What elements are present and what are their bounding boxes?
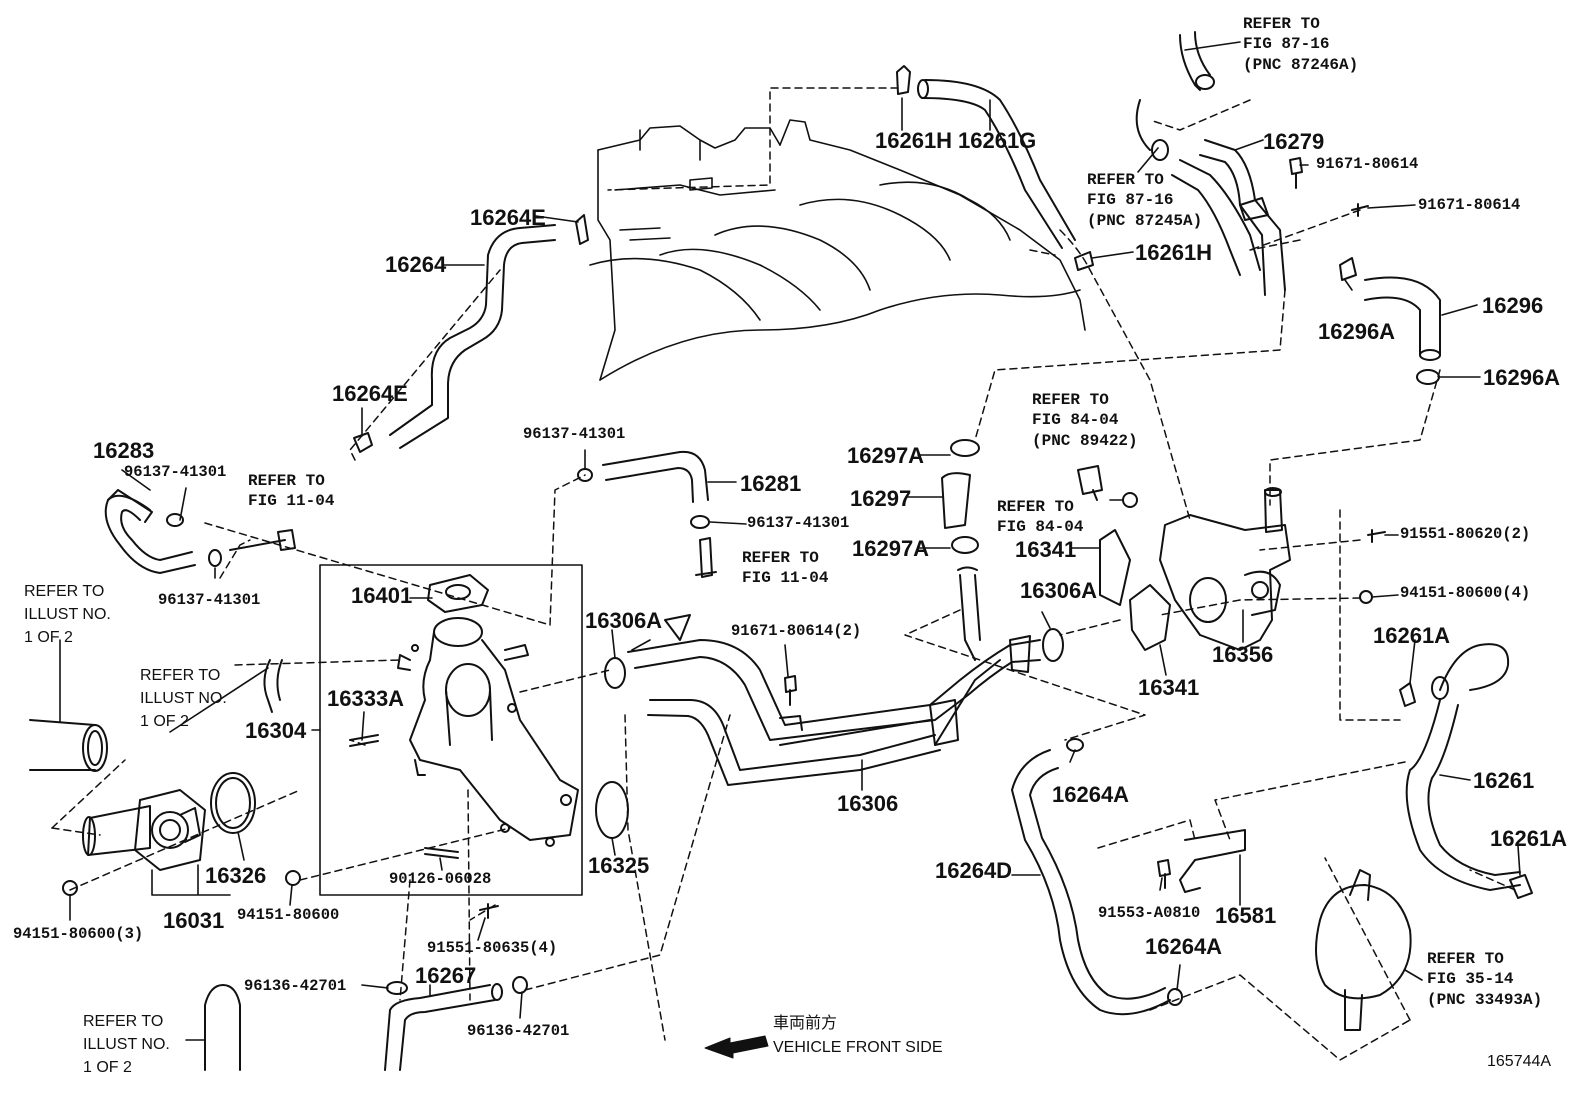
part-label-16356: 16356 — [1212, 642, 1274, 667]
vehicle-front-label-japanese: 車両前方 — [773, 1015, 838, 1032]
part-number-96136-42701-a: 96136-42701 — [244, 977, 347, 995]
part-label-16031: 16031 — [163, 908, 225, 933]
gasket-16326 — [210, 772, 256, 834]
stud-90126 — [424, 847, 459, 859]
part-number-90126-06028: 90126-06028 — [389, 870, 492, 888]
part-number-91671-80614-b: 91671-80614 — [1418, 196, 1521, 214]
part-label-16281: 16281 — [740, 471, 802, 496]
bolts — [62, 157, 1386, 919]
part-label-16283: 16283 — [93, 438, 155, 463]
gasket-16341-b — [1129, 584, 1171, 651]
figure-reference-11-04-a[interactable]: REFER TO FIG 11-04 — [248, 472, 335, 511]
part-label-16297a-bottom: 16297A — [852, 536, 930, 561]
illustration-reference-mid[interactable]: REFER TO ILLUST NO. 1 OF 2 — [140, 667, 227, 731]
part-label-16341-a: 16341 — [1015, 537, 1077, 562]
water-inlet-group-box — [319, 564, 583, 896]
part-label-16341-b: 16341 — [1138, 675, 1200, 700]
figure-reference-11-04-b[interactable]: REFER TO FIG 11-04 — [742, 549, 829, 588]
part-label-16325: 16325 — [588, 853, 650, 878]
part-label-16296a-a: 16296A — [1318, 319, 1396, 344]
figure-reference-84-04-b[interactable]: REFER TO FIG 84-04 — [997, 498, 1084, 537]
o-ring-16306a-left — [604, 657, 626, 689]
part-label-16297a-top: 16297A — [847, 443, 925, 468]
part-number-96136-42701-b: 96136-42701 — [467, 1022, 570, 1040]
pipe-bracket — [779, 699, 959, 746]
illustration-reference-left[interactable]: REFER TO ILLUST NO. 1 OF 2 — [24, 583, 111, 647]
part-label-16306: 16306 — [837, 791, 899, 816]
water-inlet-housing — [397, 574, 579, 847]
figure-reference-87-16-a[interactable]: REFER TO FIG 87-16 (PNC 87246A) — [1243, 15, 1359, 74]
gasket-16325 — [595, 781, 629, 839]
figure-reference-35-14[interactable]: REFER TO FIG 35-14 (PNC 33493A) — [1427, 950, 1543, 1009]
pipe-end-bracket — [664, 614, 1031, 673]
part-number-91551-80620: 91551-80620(2) — [1400, 525, 1531, 543]
part-number-96137-41301-b: 96137-41301 — [124, 463, 227, 481]
part-number-96137-41301-a: 96137-41301 — [523, 425, 626, 443]
figure-id: 165744A — [1487, 1053, 1552, 1070]
part-label-16264e: 16264E — [332, 381, 408, 406]
hoses — [29, 31, 1521, 1071]
clamps — [166, 65, 1533, 1006]
water-outlet-16356 — [1159, 487, 1291, 651]
temperature-sensor — [1077, 465, 1138, 508]
part-number-91551-80635: 91551-80635(4) — [427, 939, 558, 957]
part-number-91553-a0810: 91553-A0810 — [1098, 904, 1201, 922]
part-number-96137-41301-d: 96137-41301 — [158, 591, 261, 609]
part-label-16304: 16304 — [245, 718, 307, 743]
part-label-16264a-top: 16264A — [1052, 782, 1130, 807]
part-label-16297: 16297 — [850, 486, 912, 511]
part-number-94151-80600: 94151-80600 — [237, 906, 340, 924]
figure-reference-87-16-b[interactable]: REFER TO FIG 87-16 (PNC 87245A) — [1087, 171, 1203, 230]
bracket-16581 — [1179, 829, 1246, 893]
illustration-reference-bottom[interactable]: REFER TO ILLUST NO. 1 OF 2 — [83, 1013, 170, 1077]
part-label-16261a-bottom: 16261A — [1490, 826, 1568, 851]
part-label-16261g: 16261G — [958, 128, 1037, 153]
vehicle-front-label: VEHICLE FRONT SIDE — [773, 1039, 943, 1056]
part-label-16261: 16261 — [1473, 768, 1535, 793]
part-label-16261h: 16261H — [1135, 240, 1213, 265]
leader-lines — [59, 41, 1521, 1041]
part-number-91671-80614-a: 91671-80614 — [1316, 155, 1419, 173]
vacuum-pump — [1315, 869, 1412, 1031]
part-label-16261h-top: 16261H — [875, 128, 953, 153]
part-label-16296a-b: 16296A — [1483, 365, 1561, 390]
part-label-16261a-top: 16261A — [1373, 623, 1451, 648]
stud-16333a — [349, 734, 379, 747]
intake-manifold-outline — [589, 119, 1086, 381]
part-number-94151-80600-3: 94151-80600(3) — [13, 925, 144, 943]
part-label-16264a-bottom: 16264A — [1145, 934, 1223, 959]
figure-reference-84-04-a[interactable]: REFER TO FIG 84-04 (PNC 89422) — [1032, 391, 1138, 450]
part-label-16333a: 16333A — [327, 686, 405, 711]
part-label-16401: 16401 — [351, 583, 413, 608]
part-label-16306a-left: 16306A — [585, 608, 663, 633]
part-label-16267: 16267 — [415, 963, 477, 988]
part-number-96137-41301-c: 96137-41301 — [747, 514, 850, 532]
part-label-16326: 16326 — [205, 863, 267, 888]
part-label-16306a-right: 16306A — [1020, 578, 1098, 603]
part-label-16296: 16296 — [1482, 293, 1544, 318]
part-label-16279: 16279 — [1263, 129, 1325, 154]
vehicle-front-arrow — [704, 1035, 769, 1059]
part-label-16264e-top: 16264E — [470, 205, 546, 230]
part-label-16264d: 16264D — [935, 858, 1013, 883]
gasket-16341-a — [1099, 529, 1131, 606]
water-inlet-16031 — [82, 789, 206, 871]
part-label-16581: 16581 — [1215, 903, 1277, 928]
part-number-91671-80614-2: 91671-80614(2) — [731, 622, 862, 640]
part-label-16264: 16264 — [385, 252, 447, 277]
o-ring-16306a-right — [1042, 628, 1064, 662]
part-number-94151-80600-4: 94151-80600(4) — [1400, 584, 1531, 602]
